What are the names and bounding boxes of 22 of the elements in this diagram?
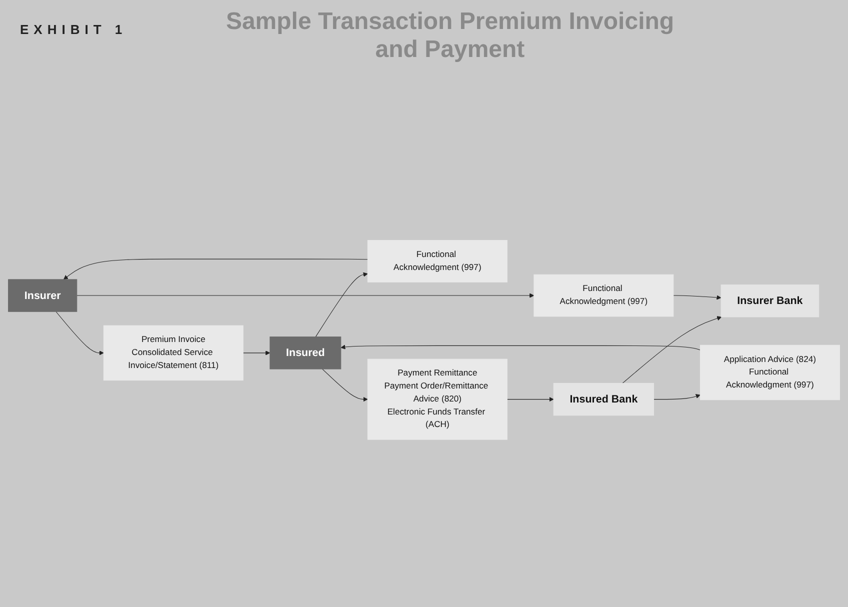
node-box: Functional Acknowledgment (997)	[534, 274, 674, 317]
arrow	[315, 272, 368, 338]
arrow	[322, 368, 368, 402]
arrow	[506, 397, 554, 402]
node-box: Premium Invoice Consolidated Service Invoice/Statement (811)	[103, 325, 244, 381]
diagram-title: Sample Transaction Premium Invoicing and Payment	[224, 8, 676, 64]
arrow	[76, 293, 534, 298]
arrow	[56, 311, 104, 356]
arrow	[673, 295, 722, 300]
arrow	[340, 344, 700, 350]
arrow	[622, 316, 722, 384]
node-box: Application Advice (824) Functional Acknowledgment (997)	[700, 344, 840, 400]
node-box: Insurer Bank	[720, 284, 820, 318]
node-box: Insured Bank	[553, 383, 654, 416]
node-box: Functional Acknowledgment (997)	[367, 240, 508, 282]
node-box: Insured	[270, 336, 342, 370]
arrow	[653, 394, 700, 400]
exhibit-label: EXHIBIT 1	[20, 22, 128, 37]
node-box: Insurer	[8, 279, 78, 312]
node-box: Payment Remittance Payment Order/Remittance Advice (820) Electronic Funds Transfer (ACH)	[367, 358, 508, 440]
arrow	[63, 258, 368, 280]
arrow	[242, 350, 270, 356]
